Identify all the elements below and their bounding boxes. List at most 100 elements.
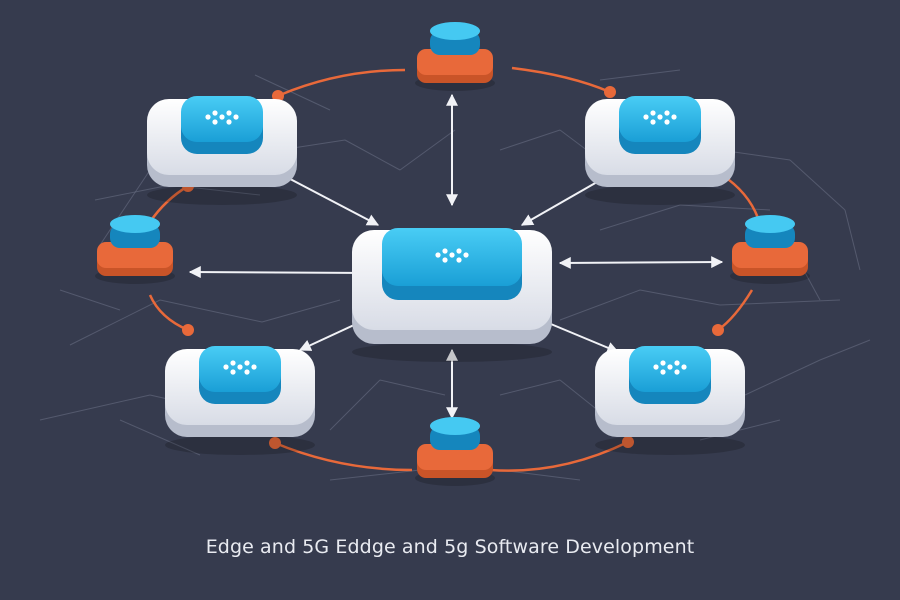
icon-dot xyxy=(653,364,659,370)
icon-dot xyxy=(650,110,656,116)
edge-device-right xyxy=(730,215,810,284)
mesh-line xyxy=(399,129,456,171)
icon-dot xyxy=(205,114,211,120)
edge-cap-top xyxy=(430,417,480,435)
mesh-line xyxy=(599,69,681,81)
icon-dot xyxy=(674,360,680,366)
ring-dot xyxy=(622,436,634,448)
mesh-line xyxy=(379,379,446,396)
mesh-line xyxy=(59,289,121,311)
platform-shadow xyxy=(595,435,745,455)
edge-base-top xyxy=(417,444,493,470)
mesh-line xyxy=(254,74,331,111)
nodes-layer xyxy=(95,22,810,486)
icon-dot xyxy=(244,369,250,375)
platform-shadow xyxy=(585,185,735,205)
mesh-line xyxy=(639,289,721,306)
link-arrow-left xyxy=(188,266,374,279)
icon-dot xyxy=(657,114,663,120)
mesh-line xyxy=(94,184,171,201)
mesh-line xyxy=(344,139,401,171)
link-arrow-right xyxy=(558,256,724,269)
ring-arc xyxy=(489,440,629,472)
platform-shadow xyxy=(147,185,297,205)
icon-dot xyxy=(643,114,649,120)
icon-dot xyxy=(212,110,218,116)
server-node-bottom-left xyxy=(165,346,315,455)
edge-base-top xyxy=(417,49,493,75)
diagram-caption: Edge and 5G Eddge and 5g Software Develo… xyxy=(205,536,695,558)
icon-dot xyxy=(681,364,687,370)
icon-dot xyxy=(456,248,462,254)
icon-dot xyxy=(449,252,455,258)
icon-dot xyxy=(650,119,656,125)
icon-dot xyxy=(226,119,232,125)
mesh-line xyxy=(159,299,263,323)
edge-device-bottom xyxy=(415,417,495,486)
icon-dot xyxy=(244,360,250,366)
icon-dot xyxy=(226,110,232,116)
edge-cap-top xyxy=(110,215,160,233)
icon-dot xyxy=(463,252,469,258)
mesh-line xyxy=(744,359,821,396)
icon-dot xyxy=(664,119,670,125)
icon-dot xyxy=(212,119,218,125)
icon-dot xyxy=(230,360,236,366)
mesh-line xyxy=(679,204,771,211)
icon-dot xyxy=(664,110,670,116)
ring-dot xyxy=(712,324,724,336)
server-node-top-right xyxy=(585,96,735,205)
dot-cluster-icon xyxy=(653,360,687,375)
icon-dot xyxy=(435,252,441,258)
ring-dot xyxy=(269,437,281,449)
platform-shadow xyxy=(352,342,552,362)
ring-arc xyxy=(274,441,413,472)
ring-arc xyxy=(717,289,754,332)
icon-dot xyxy=(237,364,243,370)
background-mesh xyxy=(39,69,871,481)
edge-device-top xyxy=(415,22,495,91)
mesh-line xyxy=(499,379,561,396)
ring-arc xyxy=(148,294,189,332)
icon-dot xyxy=(671,114,677,120)
icon-dot xyxy=(660,369,666,375)
icon-dot xyxy=(456,257,462,263)
edge-base-top xyxy=(97,242,173,268)
mesh-line xyxy=(719,299,841,306)
mesh-line xyxy=(261,299,341,323)
icon-dot xyxy=(667,364,673,370)
mesh-line xyxy=(844,209,861,271)
edge-cap-top xyxy=(745,215,795,233)
orange-ring-connections xyxy=(148,66,760,472)
hub-node xyxy=(352,228,552,362)
mesh-line xyxy=(99,169,151,246)
edge-base-top xyxy=(732,242,808,268)
ring-arc xyxy=(511,66,611,94)
mesh-line xyxy=(789,159,846,211)
dot-cluster-icon xyxy=(435,248,469,263)
icon-dot xyxy=(230,369,236,375)
icon-dot xyxy=(674,369,680,375)
mesh-line xyxy=(329,379,381,431)
platform-shadow xyxy=(165,435,315,455)
mesh-line xyxy=(599,204,681,231)
server-node-top-left xyxy=(147,96,297,205)
icon-dot xyxy=(660,360,666,366)
dot-cluster-icon xyxy=(643,110,677,125)
dot-cluster-icon xyxy=(223,360,257,375)
mesh-line xyxy=(39,394,151,421)
icon-dot xyxy=(251,364,257,370)
edge-cap-top xyxy=(430,22,480,40)
icon-dot xyxy=(442,248,448,254)
server-node-bottom-right xyxy=(595,346,745,455)
edge-device-left xyxy=(95,215,175,284)
ring-dot xyxy=(182,324,194,336)
mesh-line xyxy=(329,469,421,481)
mesh-line xyxy=(69,299,161,346)
ring-arc xyxy=(279,68,406,97)
icon-dot xyxy=(223,364,229,370)
mesh-line xyxy=(119,419,201,456)
ring-dot xyxy=(604,86,616,98)
icon-dot xyxy=(219,114,225,120)
